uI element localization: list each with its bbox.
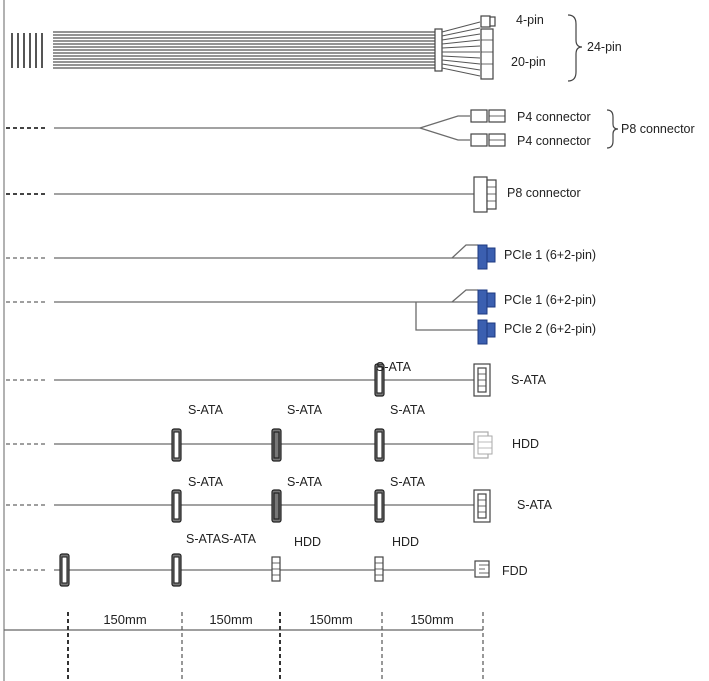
label-row9-hdd1: HDD <box>294 535 321 549</box>
atx-20pin-connector <box>480 28 494 80</box>
label-row9-sata: S-ATAS-ATA <box>186 532 257 546</box>
label-row9-end: FDD <box>502 564 528 578</box>
p8-connector <box>473 176 488 213</box>
dim-seg2: 150mm <box>209 612 252 627</box>
brace-p8 <box>606 109 619 149</box>
label-row8-sata1: S-ATA <box>188 475 224 489</box>
label-pcie-dual-1: PCIe 1 (6+2-pin) <box>504 293 596 307</box>
pcie-single-cable: PCIe 1 (6+2-pin) <box>6 244 596 270</box>
brace-24pin <box>567 14 583 82</box>
atx-24pin-cable: 4-pin 20-pin 24-pin <box>11 13 622 82</box>
label-row7-sata1: S-ATA <box>188 403 224 417</box>
sata-dual-cable: S-ATA S-ATA <box>6 360 547 397</box>
sata-quad-cable: S-ATA S-ATA S-ATA S-ATA <box>6 475 553 523</box>
atx-wire-cut-marks <box>11 33 43 68</box>
label-row6-sata-mid: S-ATA <box>376 360 412 374</box>
label-p4-b: P4 connector <box>517 134 591 148</box>
atx-4pin-connector <box>480 15 491 28</box>
label-row7-sata3: S-ATA <box>390 403 426 417</box>
label-row7-end: HDD <box>512 437 539 451</box>
label-pcie-single: PCIe 1 (6+2-pin) <box>504 248 596 262</box>
pcie-connector-2 <box>486 247 496 263</box>
length-scale: 150mm 150mm 150mm 150mm <box>4 612 484 681</box>
label-p8-single: P8 connector <box>507 186 581 200</box>
label-row6-sata-end: S-ATA <box>511 373 547 387</box>
label-4pin: 4-pin <box>516 13 544 27</box>
pcie-connector-6 <box>477 244 488 270</box>
atx-fan-out-wires <box>441 21 481 77</box>
label-row7-sata2: S-ATA <box>287 403 323 417</box>
dim-seg3: 150mm <box>309 612 352 627</box>
atx-sleeve-clamp <box>434 28 443 72</box>
label-24pin: 24-pin <box>587 40 622 54</box>
sata-hdd-cable: S-ATA S-ATA S-ATA HDD <box>6 403 539 462</box>
cpu-p8-cable: P8 connector <box>6 176 581 213</box>
label-p4-a: P4 connector <box>517 110 591 124</box>
label-row8-sata3: S-ATA <box>390 475 426 489</box>
pcie1-connector-6 <box>477 289 488 315</box>
label-row8-end: S-ATA <box>517 498 553 512</box>
dim-seg1: 150mm <box>103 612 146 627</box>
atx-wire-bundle <box>53 31 435 69</box>
cpu-p4-dual-cable: P4 connector P4 connector P8 connector <box>6 109 695 149</box>
label-row9-hdd2: HDD <box>392 535 419 549</box>
atx-4pin-tip <box>489 16 496 27</box>
p4-connector-a <box>470 109 488 123</box>
dim-seg4: 150mm <box>410 612 453 627</box>
pcie-dual-cable: PCIe 1 (6+2-pin) PCIe 2 (6+2-pin) <box>6 289 596 345</box>
sata-hdd-fdd-cable: S-ATAS-ATA HDD HDD FDD <box>6 532 528 587</box>
label-20pin: 20-pin <box>511 55 546 69</box>
p4-connector-b <box>470 133 488 147</box>
pcie2-connector-6 <box>477 319 488 345</box>
label-pcie-dual-2: PCIe 2 (6+2-pin) <box>504 322 596 336</box>
label-row8-sata2: S-ATA <box>287 475 323 489</box>
label-p8-group: P8 connector <box>621 122 695 136</box>
